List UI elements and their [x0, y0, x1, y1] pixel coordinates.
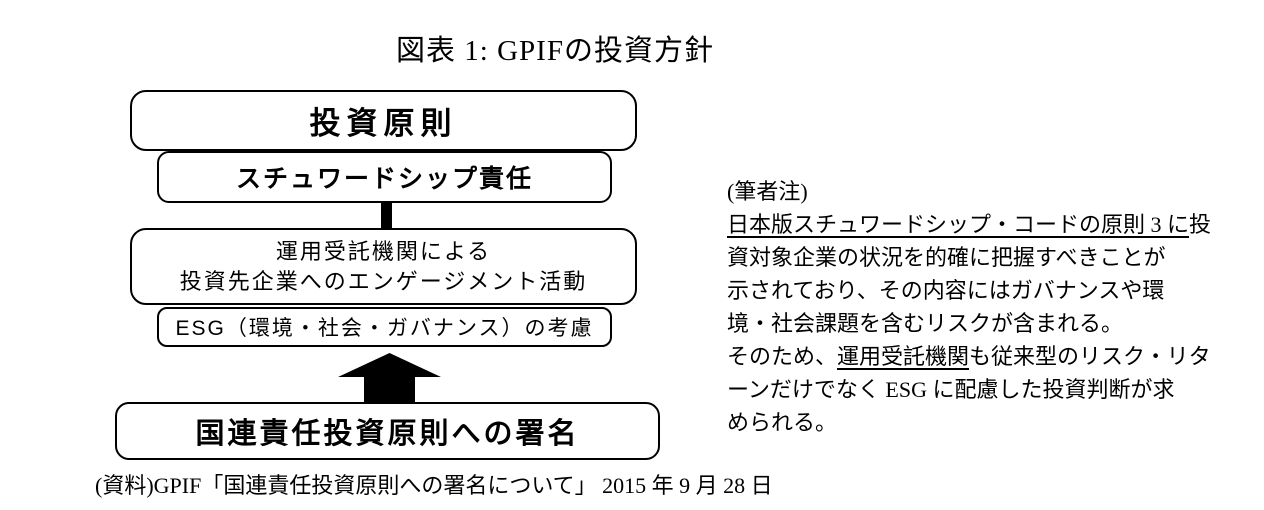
- note-line-1-underlined: 日本版スチュワードシップ・コードの原則 3 に: [727, 212, 1190, 237]
- note-heading: (筆者注): [727, 179, 808, 204]
- up-block-arrow-icon: [338, 353, 441, 402]
- note-line-1: 日本版スチュワードシップ・コードの原則 3 に投: [727, 208, 1252, 241]
- note-line-2: 資対象企業の状況を的確に把握すべきことが: [727, 245, 1166, 270]
- box-esg-consideration: ESG（環境・社会・ガバナンス）の考慮: [157, 307, 612, 347]
- box-investment-principles-label: 投資原則: [309, 106, 458, 141]
- box-engagement-line1: 運用受託機関による: [275, 238, 492, 264]
- note-line-7: められる。: [727, 410, 838, 435]
- note-line-5-tail: も従来型のリスク・リタ: [969, 344, 1211, 369]
- note-line-4: 境・社会課題を含むリスクが含まれる。: [727, 311, 1124, 336]
- note-line-3: 示されており、その内容にはガバナンスや環: [727, 278, 1165, 303]
- box-investment-principles: 投資原則: [130, 90, 637, 151]
- source-caption: (資料)GPIF「国連責任投資原則への署名について」 2015 年 9 月 28…: [95, 473, 773, 498]
- box-engagement-line2: 投資先企業へのエンゲージメント活動: [179, 268, 588, 294]
- note-line-1-tail: 投: [1189, 212, 1212, 237]
- box-stewardship-responsibility-label: スチュワードシップ責任: [235, 165, 533, 193]
- note-line-5-head: そのため、: [727, 344, 838, 369]
- figure-title: 図表 1: GPIFの投資方針: [396, 35, 714, 67]
- box-stewardship-responsibility: スチュワードシップ責任: [157, 151, 612, 203]
- note-line-5-underlined: 運用受託機関: [837, 344, 970, 369]
- author-note: (筆者注) 日本版スチュワードシップ・コードの原則 3 に投 資対象企業の状況を…: [727, 175, 1252, 439]
- note-line-5: そのため、運用受託機関も従来型のリスク・リタ: [727, 340, 1252, 373]
- box-unpri-signature-label: 国連責任投資原則への署名: [195, 418, 580, 450]
- box-engagement-activities: 運用受託機関による 投資先企業へのエンゲージメント活動: [130, 228, 637, 305]
- connector-bar: [381, 198, 392, 232]
- box-esg-consideration-label: ESG（環境・社会・ガバナンス）の考慮: [175, 317, 594, 340]
- box-unpri-signature: 国連責任投資原則への署名: [115, 402, 660, 460]
- note-line-6: ーンだけでなく ESG に配慮した投資判断が求: [727, 377, 1175, 402]
